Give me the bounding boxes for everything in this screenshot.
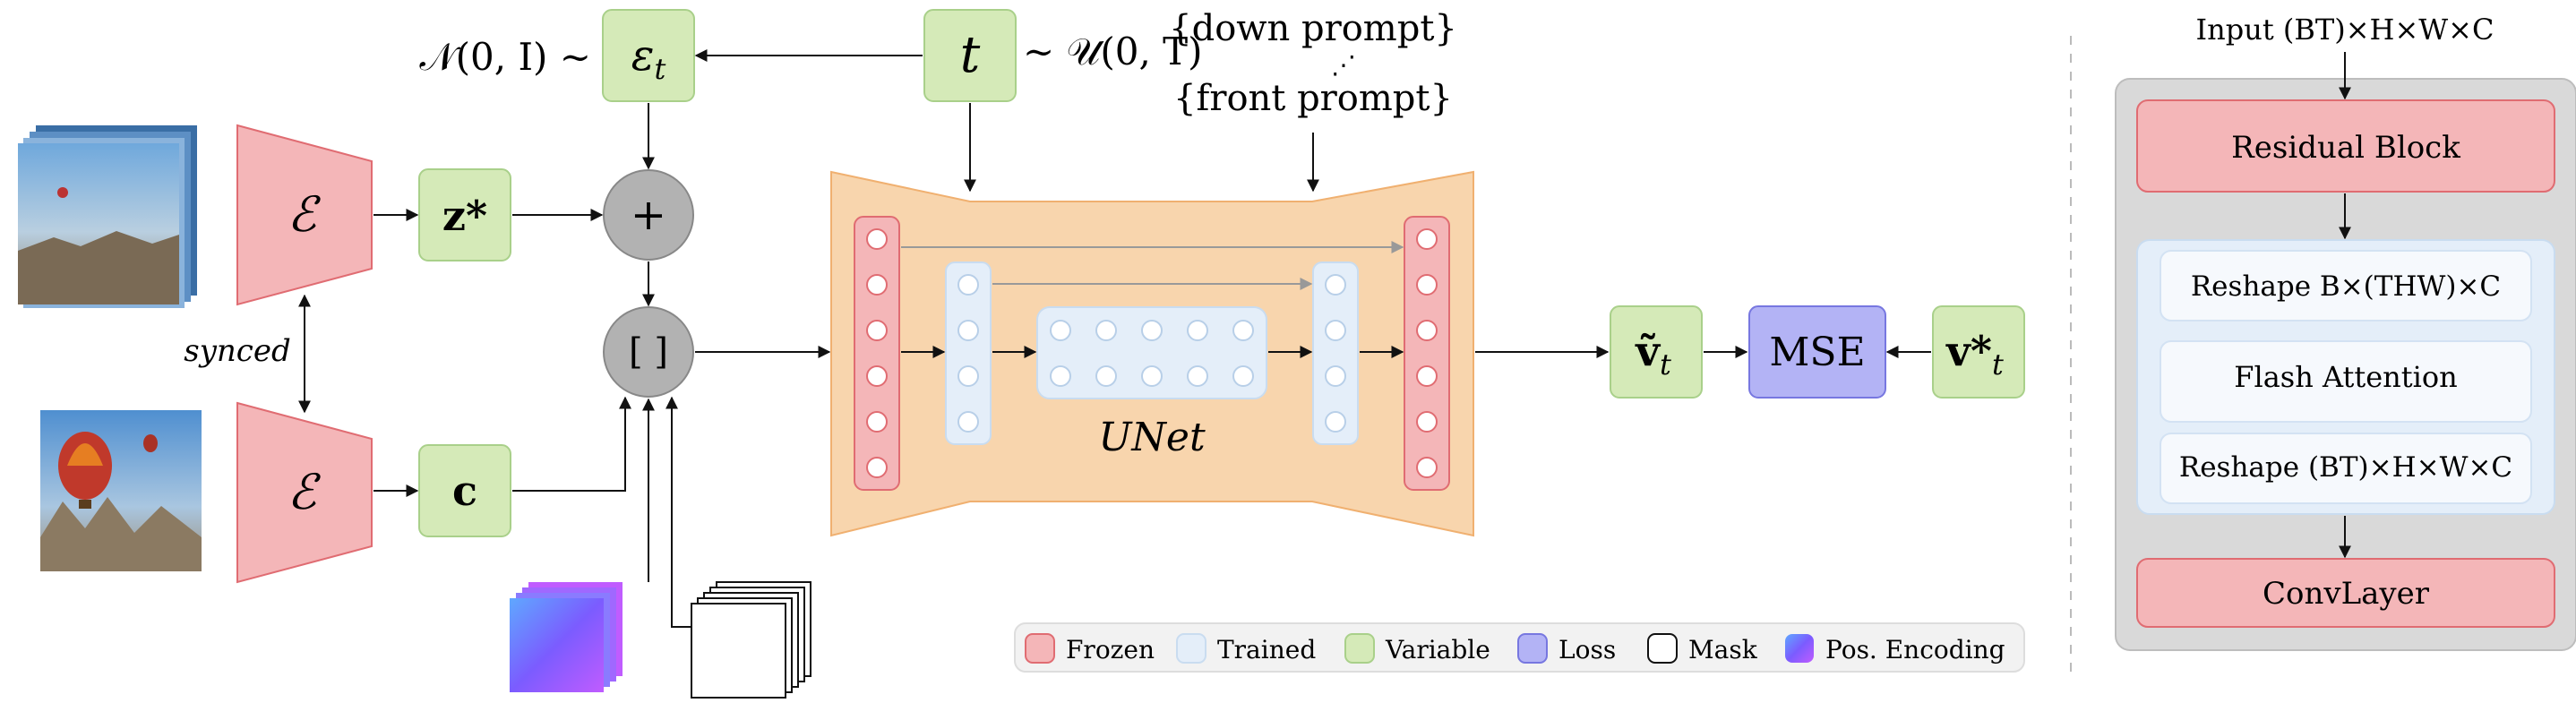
reshape-2-box <box>2160 433 2532 504</box>
down-prompt-label: {down prompt} <box>1169 8 1457 49</box>
mse-loss-box <box>1748 305 1886 399</box>
reshape-2-label: Reshape (BT)×H×W×C <box>2179 451 2512 484</box>
legend-item-frozen: Frozen <box>1025 633 1155 664</box>
svg-text:Loss: Loss <box>1558 635 1616 664</box>
mask-stack <box>691 581 811 699</box>
front-prompt-label: {front prompt} <box>1173 78 1453 119</box>
panorama-image-stack <box>18 125 197 308</box>
c-label: c <box>452 467 477 515</box>
v-star-box <box>1932 305 2025 399</box>
encoder-top <box>236 124 373 306</box>
legend-item-loss: Loss <box>1517 633 1616 664</box>
encoder-top-label: ℰ <box>288 186 322 243</box>
residual-block <box>2136 99 2555 193</box>
single-view-image <box>40 410 202 571</box>
legend-item-variable: Variable <box>1344 633 1490 664</box>
svg-text:Trained: Trained <box>1217 635 1316 664</box>
svg-text:Pos. Encoding: Pos. Encoding <box>1825 635 2005 664</box>
unet-frozen-left <box>854 216 900 491</box>
unet-trained-right <box>1312 261 1359 445</box>
unet-frozen-right <box>1404 216 1450 491</box>
mse-label: MSE <box>1769 330 1865 375</box>
t-label: t <box>960 26 981 84</box>
unet-trained-left <box>945 261 992 445</box>
v-tilde-box <box>1610 305 1703 399</box>
reshape-1-box <box>2160 250 2532 321</box>
plus-label: + <box>631 190 666 240</box>
legend-item-pos-encoding: Pos. Encoding <box>1785 634 2005 664</box>
c-box <box>418 444 511 537</box>
epsilon-label: εt <box>631 30 666 86</box>
conv-layer-block <box>2136 558 2555 628</box>
svg-text:Frozen: Frozen <box>1066 635 1155 664</box>
concat-label: [ ] <box>629 331 668 373</box>
z-star-box <box>418 168 511 261</box>
legend-item-trained: Trained <box>1176 633 1316 664</box>
t-distribution-label: ∼ 𝒰(0, T) <box>1023 30 1203 73</box>
svg-text:Variable: Variable <box>1385 635 1490 664</box>
svg-text:Mask: Mask <box>1688 635 1758 664</box>
synced-label: synced <box>184 333 290 369</box>
legend-item-mask: Mask <box>1647 633 1758 664</box>
noise-distribution-label: 𝒩(0, I) ∼ <box>419 35 591 79</box>
epsilon-box <box>602 9 695 102</box>
z-star-label: z* <box>442 192 487 240</box>
v-tilde-label: ṽt <box>1635 327 1671 382</box>
prompt-ellipsis: ⋰ <box>1331 50 1356 80</box>
positional-encoding-stack <box>510 582 623 692</box>
add-operation <box>603 169 694 261</box>
v-star-label: v*t <box>1945 327 2004 382</box>
encoder-bottom <box>236 401 373 584</box>
concat-operation <box>603 306 694 398</box>
unet-label: UNet <box>1098 415 1206 460</box>
panel-b-input-label: Input (BT)×H×W×C <box>2196 13 2494 47</box>
encoder-bottom-label: ℰ <box>288 464 322 520</box>
residual-block-label: Residual Block <box>2231 130 2460 166</box>
flash-attention-label: Flash Attention <box>2234 360 2458 394</box>
flash-attention-box <box>2160 340 2532 423</box>
t-box <box>923 9 1017 102</box>
conv-layer-label: ConvLayer <box>2263 576 2430 612</box>
unet-trained-middle <box>1036 306 1267 399</box>
reshape-1-label: Reshape B×(THW)×C <box>2191 270 2501 303</box>
